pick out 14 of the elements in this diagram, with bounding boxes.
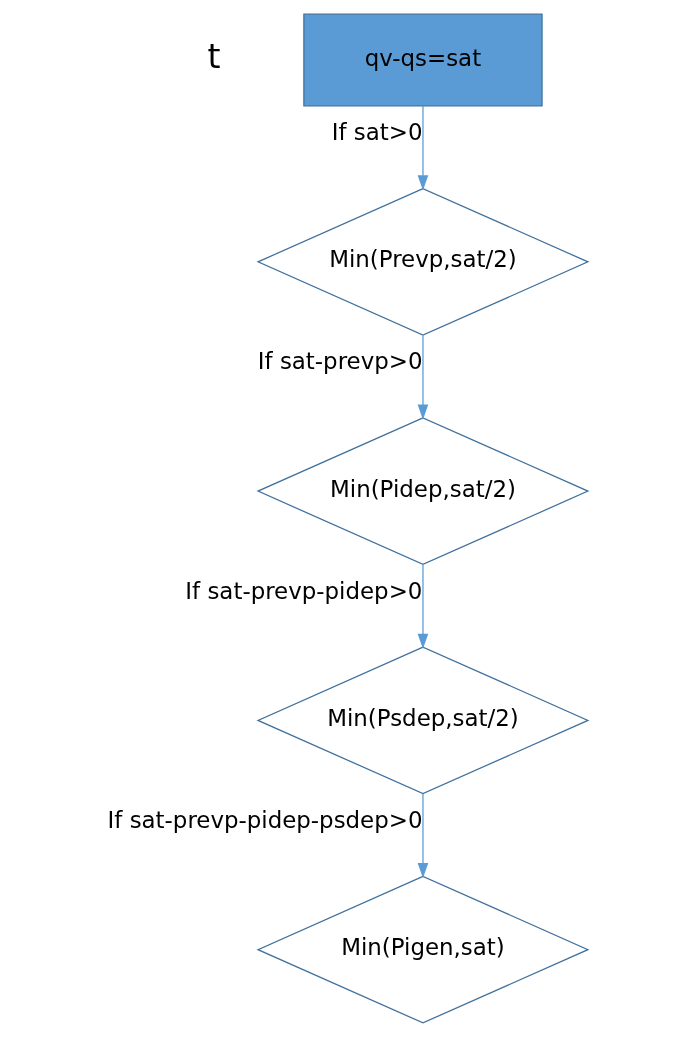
node-diamond: Min(Prevp,sat/2) xyxy=(256,187,590,336)
node-diamond: Min(Psdep,sat/2) xyxy=(256,646,590,795)
arrow xyxy=(417,793,429,879)
arrow xyxy=(417,105,429,191)
edge-label: If sat-prevp-pidep>0 xyxy=(185,577,423,604)
node-diamond: Min(Pigen,sat) xyxy=(256,875,590,1024)
label: t xyxy=(207,37,221,76)
edge-label: If sat-prevp-pidep-psdep>0 xyxy=(107,806,423,833)
node-box: qv-qs=sat xyxy=(303,13,543,107)
edge-label: If sat-prevp>0 xyxy=(257,348,423,375)
edge-label: If sat>0 xyxy=(331,119,423,146)
node-diamond: Min(Pidep,sat/2) xyxy=(256,417,590,566)
arrow xyxy=(417,564,429,649)
arrow xyxy=(417,334,429,420)
